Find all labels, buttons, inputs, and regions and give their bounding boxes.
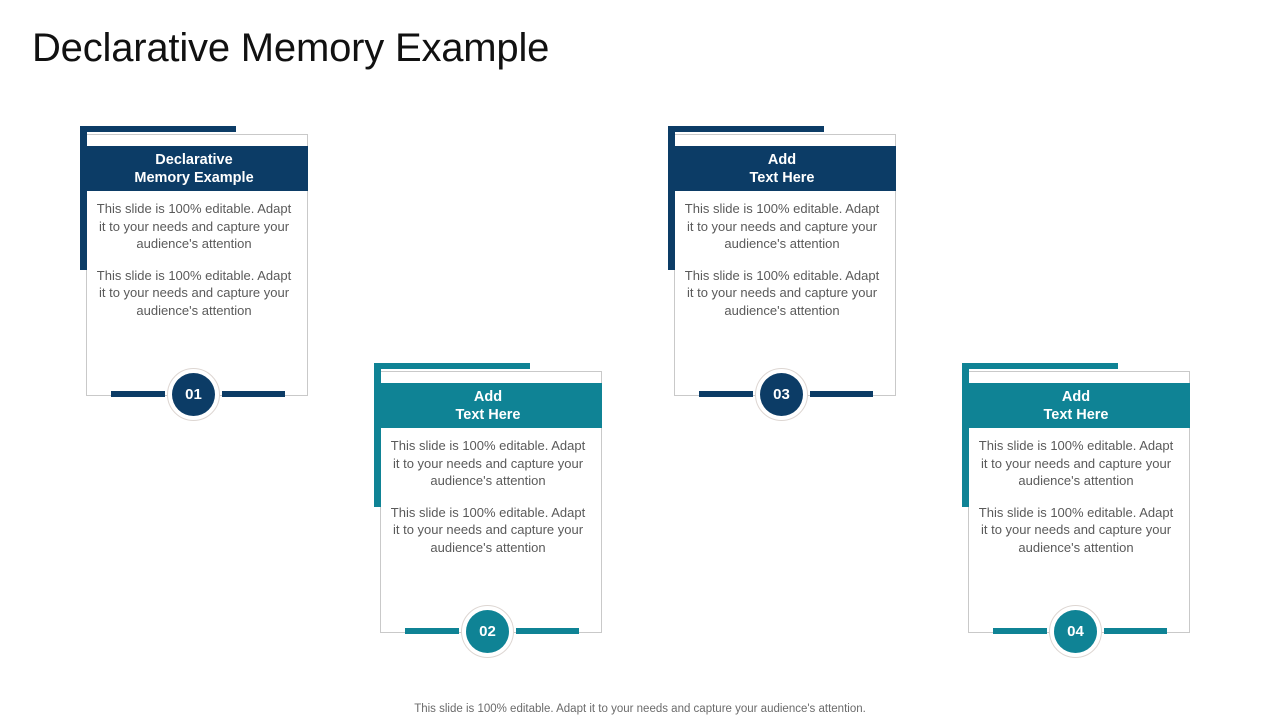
slide-footer-note: This slide is 100% editable. Adapt it to…: [414, 703, 866, 715]
footer-bar-right: [516, 628, 579, 634]
info-card-03[interactable]: Add Text Here This slide is 100% editabl…: [668, 126, 896, 421]
card-title-line2: Memory Example: [134, 169, 254, 186]
step-badge-number: 03: [760, 373, 803, 416]
accent-bar-top: [962, 363, 1118, 369]
card-paragraph-2: This slide is 100% editable. Adapt it to…: [684, 267, 880, 318]
card-paragraph-2: This slide is 100% editable. Adapt it to…: [978, 504, 1174, 555]
accent-bar-left: [668, 130, 675, 270]
step-badge[interactable]: 01: [167, 368, 220, 421]
card-paragraph-2: This slide is 100% editable. Adapt it to…: [390, 504, 586, 555]
card-header: Add Text Here: [668, 146, 896, 191]
card-title-line1: Add: [473, 388, 503, 405]
card-footer: 02: [374, 605, 602, 658]
card-text: This slide is 100% editable. Adapt it to…: [976, 437, 1176, 557]
step-badge-number: 04: [1054, 610, 1097, 653]
info-card-01[interactable]: Declarative Memory Example This slide is…: [80, 126, 308, 421]
card-footer: 03: [668, 368, 896, 421]
step-badge[interactable]: 02: [461, 605, 514, 658]
card-title-line2: Text Here: [1043, 406, 1109, 423]
accent-bar-top: [80, 126, 236, 132]
step-badge[interactable]: 03: [755, 368, 808, 421]
card-footer: 01: [80, 368, 308, 421]
step-badge-number: 02: [466, 610, 509, 653]
footer-bar-right: [1104, 628, 1167, 634]
card-title-line2: Text Here: [749, 169, 815, 186]
page-title: Declarative Memory Example: [32, 26, 550, 70]
accent-bar-left: [374, 367, 381, 507]
accent-bar-top: [374, 363, 530, 369]
card-paragraph-1: This slide is 100% editable. Adapt it to…: [684, 201, 880, 252]
step-badge-number: 01: [172, 373, 215, 416]
info-card-02[interactable]: Add Text Here This slide is 100% editabl…: [374, 363, 602, 658]
footer-bar-right: [222, 391, 285, 397]
card-text: This slide is 100% editable. Adapt it to…: [388, 437, 588, 557]
footer-bar-left: [405, 628, 459, 634]
info-card-04[interactable]: Add Text Here This slide is 100% editabl…: [962, 363, 1190, 658]
card-footer: 04: [962, 605, 1190, 658]
card-text: This slide is 100% editable. Adapt it to…: [94, 200, 294, 320]
step-badge[interactable]: 04: [1049, 605, 1102, 658]
card-header: Declarative Memory Example: [80, 146, 308, 191]
card-title-line1: Add: [1061, 388, 1091, 405]
footer-bar-left: [111, 391, 165, 397]
card-title-line2: Text Here: [455, 406, 521, 423]
footer-bar-right: [810, 391, 873, 397]
card-header: Add Text Here: [962, 383, 1190, 428]
footer-bar-left: [699, 391, 753, 397]
accent-bar-left: [80, 130, 87, 270]
accent-bar-top: [668, 126, 824, 132]
card-text: This slide is 100% editable. Adapt it to…: [682, 200, 882, 320]
footer-bar-left: [993, 628, 1047, 634]
card-paragraph-1: This slide is 100% editable. Adapt it to…: [390, 438, 586, 489]
card-paragraph-2: This slide is 100% editable. Adapt it to…: [96, 267, 292, 318]
card-title-line1: Declarative: [155, 151, 233, 168]
accent-bar-left: [962, 367, 969, 507]
card-title-line1: Add: [767, 151, 797, 168]
card-header: Add Text Here: [374, 383, 602, 428]
card-paragraph-1: This slide is 100% editable. Adapt it to…: [978, 438, 1174, 489]
card-paragraph-1: This slide is 100% editable. Adapt it to…: [96, 201, 292, 252]
